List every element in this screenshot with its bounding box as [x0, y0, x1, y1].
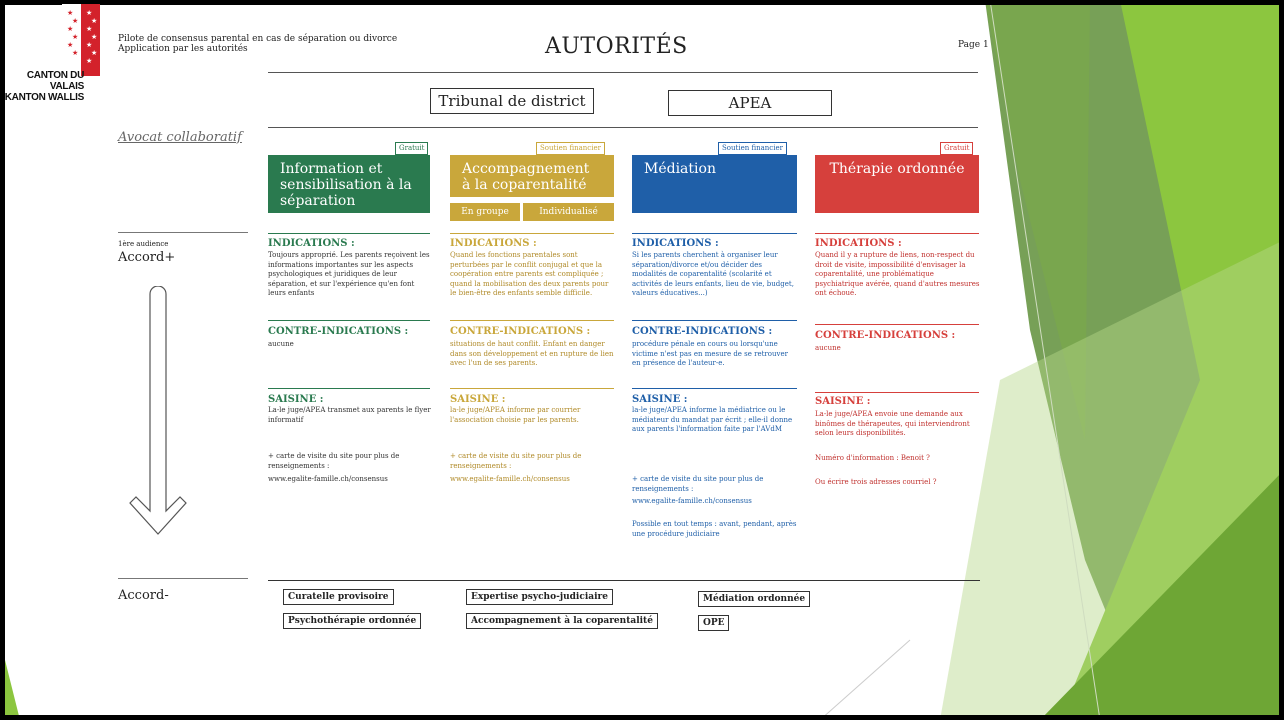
col3-line-2 — [632, 320, 797, 321]
col4-saisine-text: La-le juge/APEA envoie une demande aux b… — [815, 410, 970, 438]
col3-website-link[interactable]: www.egalite-famille.ch/consensus — [632, 497, 752, 505]
col2-contre-title: CONTRE-INDICATIONS : — [450, 326, 591, 337]
curatelle-provisoire-box: Curatelle provisoire — [283, 589, 394, 605]
col4-contre-title: CONTRE-INDICATIONS : — [815, 330, 956, 341]
col3-line-1 — [632, 233, 797, 234]
col4-line-3 — [815, 392, 979, 393]
col4-extra-2: Ou écrire trois adresses courriel ? — [815, 478, 937, 486]
avocat-collaboratif-label: Avocat collaboratif — [118, 130, 242, 145]
subtitle-line-2: Application par les autorités — [118, 44, 248, 54]
col3-saisine-title: SAISINE : — [632, 394, 688, 405]
authorities-divider — [268, 127, 978, 128]
col3-extra-3: Possible en tout temps : avant, pendant,… — [632, 520, 797, 538]
col3-indications-title: INDICATIONS : — [632, 238, 719, 249]
col4-contre-text: aucune — [815, 344, 841, 352]
col4-line-2 — [815, 324, 979, 325]
col1-contre-text: aucune — [268, 340, 294, 348]
left-divider-top — [118, 232, 248, 233]
col3-extra-1: + carte de visite du site pour plus de r… — [632, 475, 764, 493]
col1-contre-title: CONTRE-INDICATIONS : — [268, 326, 409, 337]
accompagnement-box: Accompagnement à la coparentalité — [466, 613, 658, 629]
col3-header: Médiation — [632, 155, 797, 213]
psychotherapie-box: Psychothérapie ordonnée — [283, 613, 422, 629]
col2-contre-text: situations de haut conflit. Enfant en da… — [450, 340, 614, 368]
col4-extra-1: Numéro d'information : Benoit ? — [815, 454, 930, 462]
col4-indications-title: INDICATIONS : — [815, 238, 902, 249]
col1-line-3 — [268, 388, 430, 389]
document-subtitle: Pilote de consensus parental en cas de s… — [118, 34, 397, 54]
col3-saisine-text: la-le juge/APEA informe la médiatrice ou… — [632, 406, 793, 434]
col2-website-link[interactable]: www.egalite-famille.ch/consensus — [450, 475, 570, 483]
badge-soutien-col2: Soutien financier — [536, 142, 605, 155]
down-arrow-icon — [129, 286, 187, 535]
col1-indications-text: Toujours approprié. Les parents reçoiven… — [268, 251, 430, 298]
accord-plus-label: Accord+ — [118, 250, 176, 265]
ope-box: OPE — [698, 615, 730, 631]
col2-line-2 — [450, 320, 614, 321]
valais-coat-of-arms-icon: ★ ★ ★ ★ ★ ★ ★ ★ ★ ★ ★ ★ ★ — [62, 4, 100, 76]
col2-header: Accompagnement à la coparentalité — [450, 155, 614, 197]
col2-indications-title: INDICATIONS : — [450, 238, 537, 249]
page-title: AUTORITÉS — [545, 34, 688, 59]
expertise-box: Expertise psycho-judiciaire — [466, 589, 613, 605]
col1-line-1 — [268, 233, 430, 234]
subtitle-line-1: Pilote de consensus parental en cas de s… — [118, 34, 398, 44]
col2-sub-en-groupe: En groupe — [450, 203, 520, 221]
first-audience-label: 1ère audience — [118, 240, 169, 248]
mediation-ordonnee-box: Médiation ordonnée — [698, 591, 811, 607]
col4-saisine-title: SAISINE : — [815, 396, 871, 407]
col1-extra-1: + carte de visite du site pour plus de r… — [268, 452, 400, 470]
left-divider-bottom — [118, 578, 248, 579]
col1-saisine-text: La-le juge/APEA transmet aux parents le … — [268, 406, 431, 424]
col3-contre-text: procédure pénale en cours ou lorsqu'une … — [632, 340, 788, 368]
canton-name-fr: CANTON DU VALAIS — [26, 70, 84, 92]
col1-website-link[interactable]: www.egalite-famille.ch/consensus — [268, 475, 388, 483]
page-number: Page 1 — [958, 40, 989, 50]
col4-indications-text: Quand il y a rupture de liens, non-respe… — [815, 251, 980, 298]
col3-line-3 — [632, 388, 797, 389]
accord-divider — [268, 580, 980, 581]
col3-indications-text: Si les parents cherchent à organiser leu… — [632, 251, 794, 298]
accord-minus-label: Accord- — [118, 588, 169, 603]
canton-name-de: KANTON WALLIS — [4, 92, 85, 103]
col2-saisine-text: la-le juge/APEA informe par courrier l'a… — [450, 406, 581, 424]
canton-name: CANTON DU VALAIS KANTON WALLIS — [4, 70, 85, 103]
col2-sub-individualise: Individualisé — [523, 203, 614, 221]
col2-line-1 — [450, 233, 614, 234]
col1-saisine-title: SAISINE : — [268, 394, 324, 405]
badge-gratuit-col4: Gratuit — [940, 142, 974, 155]
apea-box: APEA — [668, 90, 832, 116]
col1-indications-title: INDICATIONS : — [268, 238, 355, 249]
col3-contre-title: CONTRE-INDICATIONS : — [632, 326, 773, 337]
badge-soutien-col3: Soutien financier — [718, 142, 787, 155]
header-divider — [268, 72, 978, 73]
col2-saisine-title: SAISINE : — [450, 394, 506, 405]
col4-line-1 — [815, 233, 979, 234]
badge-gratuit-col1: Gratuit — [395, 142, 429, 155]
col1-line-2 — [268, 320, 430, 321]
col1-header: Information et sensibilisation à la sépa… — [268, 155, 430, 213]
col4-header: Thérapie ordonnée — [815, 155, 979, 213]
tribunal-box: Tribunal de district — [430, 88, 594, 114]
col2-extra-1: + carte de visite du site pour plus de r… — [450, 452, 582, 470]
col2-indications-text: Quand les fonctions parentales sont pert… — [450, 251, 609, 298]
col2-line-3 — [450, 388, 614, 389]
